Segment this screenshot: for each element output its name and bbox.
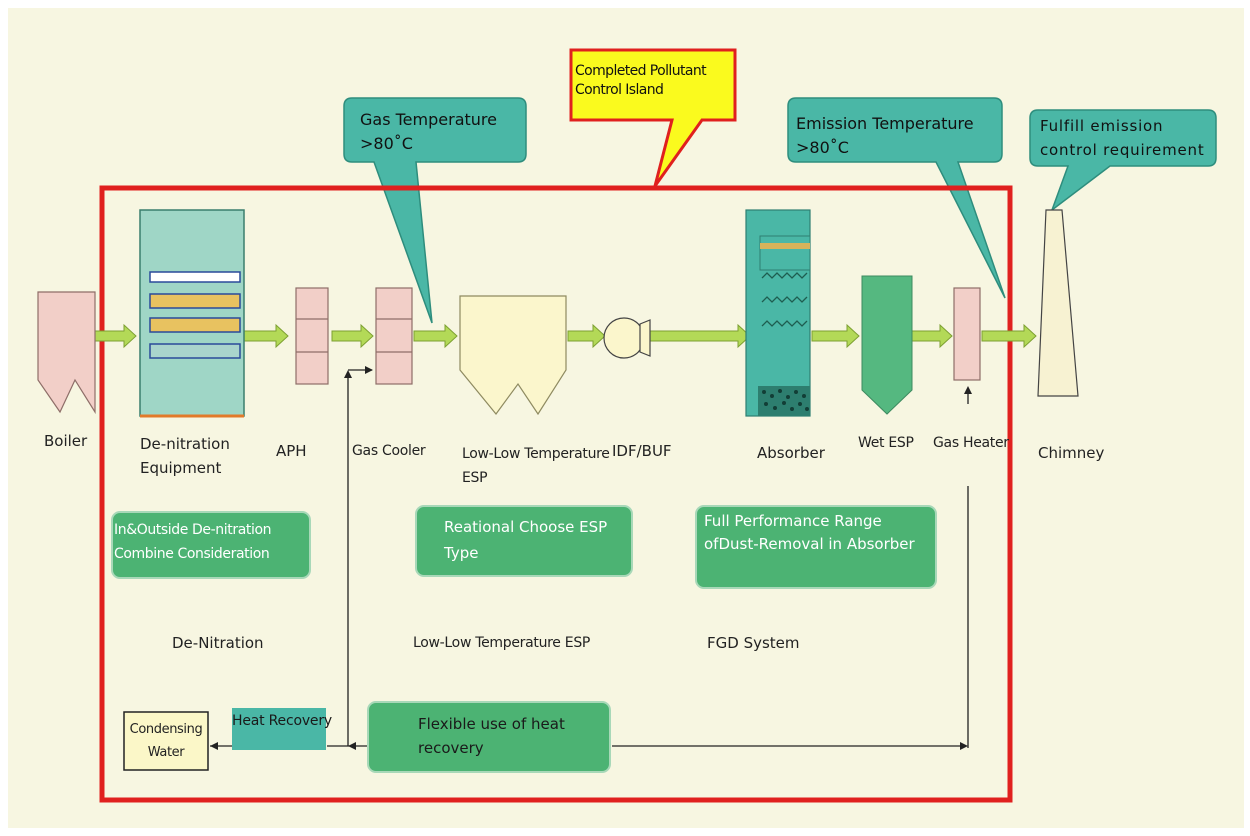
aph-shape bbox=[295, 287, 329, 385]
chimney-label: Chimney bbox=[1038, 444, 1105, 462]
emission-temperature-text: Emission Temperature >80˚C bbox=[796, 114, 974, 157]
esp-system-label: Low-Low Temperature ESP bbox=[413, 635, 591, 651]
heat-recovery-text: Heat Recovery bbox=[232, 713, 332, 729]
chimney-shape bbox=[1037, 209, 1079, 397]
pollutant-island-text: Completed Pollutant Control Island bbox=[575, 63, 707, 98]
heat-recovery-lines bbox=[210, 369, 969, 748]
absorber-feature-box bbox=[695, 505, 937, 589]
gas-cooler-shape bbox=[375, 287, 413, 385]
fulfill-emission-text: Fulfill emission control requirement bbox=[1040, 117, 1205, 159]
gas-temperature-text: Gas Temperature >80˚C bbox=[360, 110, 497, 153]
idf-fan-shape bbox=[603, 317, 651, 359]
pollutant-island-frame bbox=[99, 185, 1013, 803]
flexible-use-text: Flexible use of heat recovery bbox=[418, 715, 565, 757]
wet-esp-label: Wet ESP bbox=[858, 435, 914, 451]
flexible-use-box bbox=[367, 701, 611, 773]
aph-label: APH bbox=[276, 442, 307, 460]
boiler-shape bbox=[37, 291, 96, 415]
denitration-feature-text: In&Outside De-nitration Combine Consider… bbox=[114, 522, 272, 562]
boiler-label: Boiler bbox=[44, 432, 88, 450]
emission-temperature-callout bbox=[787, 97, 1006, 299]
absorber-shape bbox=[745, 209, 811, 417]
absorber-label: Absorber bbox=[757, 444, 825, 462]
flow-arrows bbox=[94, 323, 1037, 349]
low-low-esp-label: Low-Low Temperature ESP bbox=[462, 446, 610, 486]
gas-temperature-callout bbox=[343, 97, 527, 324]
gas-heater-shape bbox=[953, 287, 981, 381]
wet-esp-shape bbox=[861, 275, 913, 415]
fgd-system-label: FGD System bbox=[707, 634, 800, 652]
idf-buf-label: IDF/BUF bbox=[612, 442, 672, 460]
low-low-esp-shape bbox=[459, 295, 567, 416]
gas-cooler-label: Gas Cooler bbox=[352, 443, 426, 459]
esp-feature-box bbox=[415, 505, 633, 577]
denitration-feature-box bbox=[111, 511, 311, 579]
heat-recovery-arrowheads bbox=[210, 366, 972, 750]
absorber-feature-text: Full Performance Range ofDust-Removal in… bbox=[704, 512, 915, 553]
condensing-water-text: Condensing Water bbox=[129, 722, 203, 760]
pollutant-island-callout bbox=[569, 48, 737, 187]
denitration-equipment-shape bbox=[139, 209, 245, 418]
fulfill-emission-callout bbox=[1029, 109, 1217, 213]
denitration-label: De-nitration Equipment bbox=[140, 435, 230, 477]
denitration-system-label: De-Nitration bbox=[172, 634, 264, 652]
esp-feature-text: Reational Choose ESP Type bbox=[444, 518, 608, 562]
gas-heater-label: Gas Heater bbox=[933, 435, 1009, 451]
heat-recovery-box bbox=[232, 708, 326, 750]
condensing-water-box bbox=[123, 711, 209, 771]
